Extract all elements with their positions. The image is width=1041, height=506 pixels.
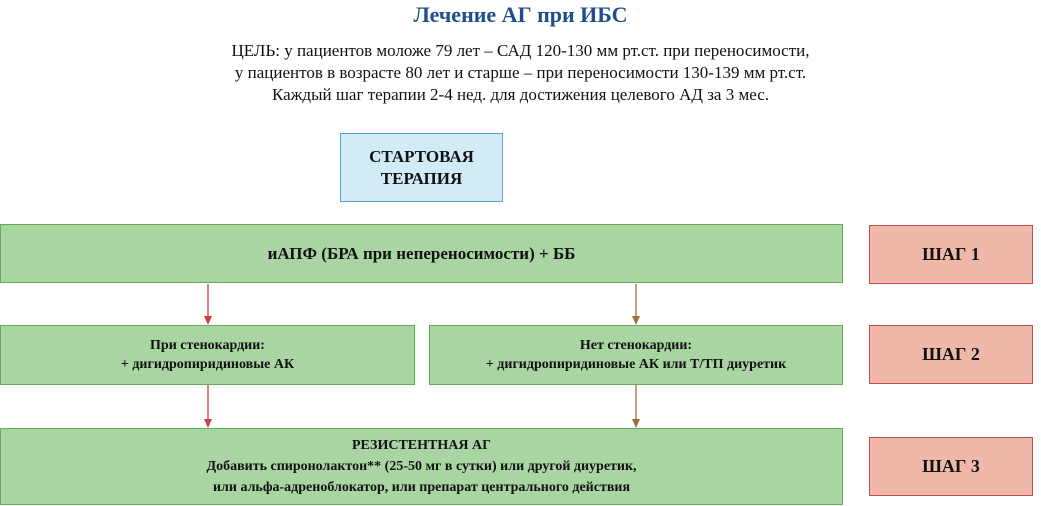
step3-resistant-box: РЕЗИСТЕНТНАЯ АГ Добавить спиронолактон**… xyxy=(0,428,843,505)
step1-therapy-text: иАПФ (БРА при непереносимости) + ББ xyxy=(267,243,576,263)
goal-line-3: Каждый шаг терапии 2-4 нед. для достижен… xyxy=(272,85,769,104)
start-therapy-line-1: СТАРТОВАЯ xyxy=(369,146,474,166)
step2-no-angina-line-2: + дигидропиридиновые АК или Т/ТП диурети… xyxy=(485,357,787,372)
goal-line-1: ЦЕЛЬ: у пациентов моложе 79 лет – САД 12… xyxy=(231,41,810,60)
arrowhead-step1-to-no-angina xyxy=(632,316,640,325)
start-therapy-line-2: ТЕРАПИЯ xyxy=(380,168,463,188)
step2-label: ШАГ 2 xyxy=(869,325,1033,384)
step3-label: ШАГ 3 xyxy=(869,437,1033,496)
arrowhead-no-angina-to-resistant xyxy=(632,419,640,428)
step3-resistant-line-2: Добавить спиронолактон** (25-50 мг в сут… xyxy=(206,459,637,474)
step3-resistant-line-3: или альфа-адреноблокатор, или препарат ц… xyxy=(212,480,631,495)
step2-angina-line-2: + дигидропиридиновые АК xyxy=(120,357,295,372)
step2-no-angina-box: Нет стенокардии: + дигидропиридиновые АК… xyxy=(429,325,843,385)
step2-angina-line-1: При стенокардии: xyxy=(150,338,265,353)
diagram-title: Лечение АГ при ИБС xyxy=(413,2,628,27)
start-therapy-box: СТАРТОВАЯ ТЕРАПИЯ xyxy=(340,133,503,202)
arrowhead-step1-to-angina xyxy=(204,316,212,325)
step3-resistant-line-1: РЕЗИСТЕНТНАЯ АГ xyxy=(352,438,491,453)
step2-angina-box: При стенокардии: + дигидропиридиновые АК xyxy=(0,325,415,385)
goal-line-2: у пациентов в возрасте 80 лет и старше –… xyxy=(234,63,807,82)
step1-label: ШАГ 1 xyxy=(869,225,1033,284)
arrowhead-angina-to-resistant xyxy=(204,419,212,428)
step1-therapy-box: иАПФ (БРА при непереносимости) + ББ xyxy=(0,224,843,283)
goal-text: ЦЕЛЬ: у пациентов моложе 79 лет – САД 12… xyxy=(0,40,1041,106)
step2-no-angina-line-1: Нет стенокардии: xyxy=(579,338,693,353)
